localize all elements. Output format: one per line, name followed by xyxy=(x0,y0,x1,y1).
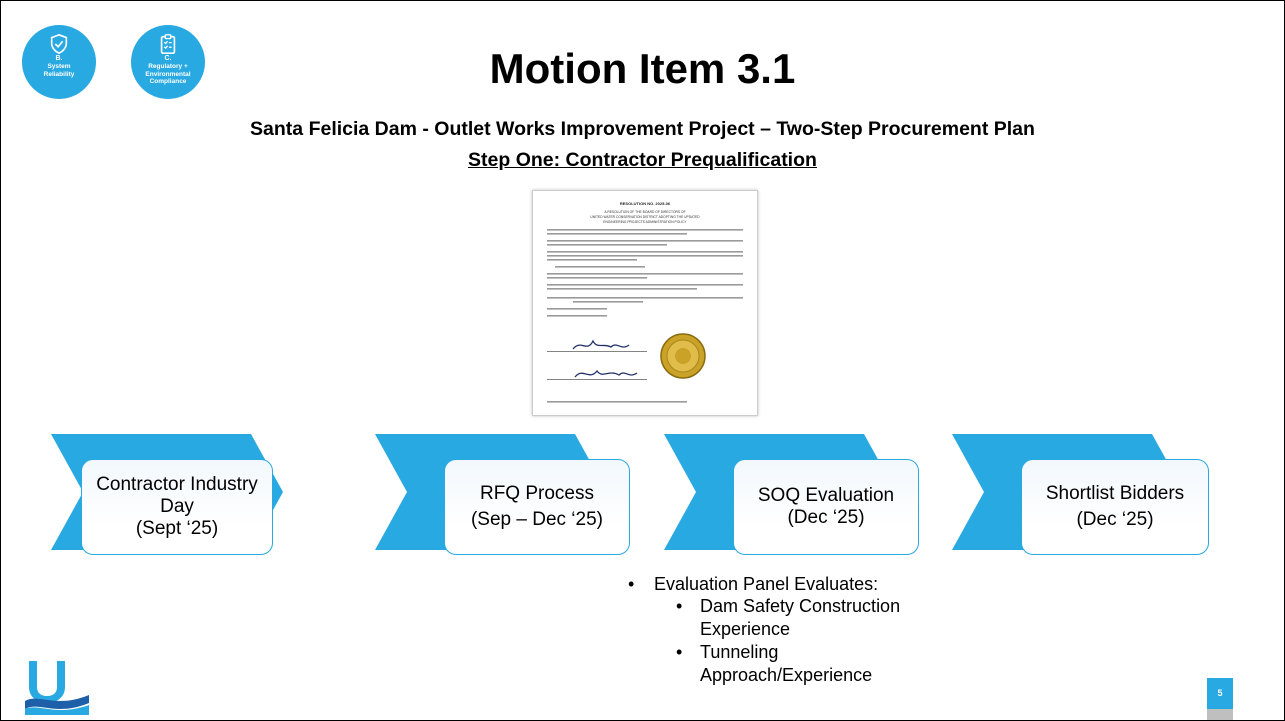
process-step-title: SOQ Evaluation xyxy=(757,485,895,506)
process-step-soq-evaluation: SOQ Evaluation (Dec ‘25) xyxy=(733,459,919,555)
resolution-heading-2: UNITED WATER CONSERVATION DISTRICT ADOPT… xyxy=(590,215,700,219)
evaluation-heading: Evaluation Panel Evaluates: xyxy=(654,574,879,594)
evaluation-item-line: Tunneling xyxy=(700,642,779,662)
resolution-heading-3: ENGINEERING PROJECTS ADMINISTRATION POLI… xyxy=(603,220,687,224)
process-step-industry-day: Contractor Industry Day (Sept ‘25) xyxy=(81,459,273,555)
step-heading: Step One: Contractor Prequalification xyxy=(1,149,1284,172)
clipboard-check-icon xyxy=(160,34,176,54)
district-logo-icon xyxy=(25,661,89,715)
badge-label: System xyxy=(47,63,71,70)
resolution-document-drawing: RESOLUTION NO. 2025-06 A RESOLUTION OF T… xyxy=(547,201,743,403)
slide-title: Motion Item 3.1 xyxy=(489,45,796,92)
process-step-date: (Sept ‘25) xyxy=(135,518,219,539)
shield-check-icon xyxy=(50,33,68,55)
slide-subtitle: Santa Felicia Dam - Outlet Works Improve… xyxy=(250,118,1035,140)
badge-letter: B. xyxy=(55,55,63,62)
process-step-title: Contractor Industry Day xyxy=(96,474,258,517)
process-step-date: (Sep – Dec ‘25) xyxy=(470,509,603,530)
signature-2 xyxy=(574,369,638,378)
bullet-dot: • xyxy=(676,642,683,662)
evaluation-item-line: Experience xyxy=(700,619,791,639)
bullet-dot: • xyxy=(676,596,683,616)
resolution-document-image: RESOLUTION NO. 2025-06 A RESOLUTION OF T… xyxy=(532,190,758,416)
evaluation-item-line: Approach/Experience xyxy=(700,665,873,685)
process-step-date: (Dec ‘25) xyxy=(787,507,865,528)
badge-label: Regulatory + xyxy=(148,63,188,70)
signature-1 xyxy=(572,339,630,350)
process-step-title: Shortlist Bidders xyxy=(1045,483,1185,504)
badge-regulatory-compliance: C. Regulatory + Environmental Compliance xyxy=(131,25,205,99)
badge-system-reliability: B. System Reliability xyxy=(22,25,96,99)
process-step-date: (Dec ‘25) xyxy=(1076,509,1154,530)
badge-label: Compliance xyxy=(149,78,187,85)
process-step-shortlist: Shortlist Bidders (Dec ‘25) xyxy=(1021,459,1209,555)
page-number: 5 xyxy=(1207,678,1233,709)
badge-label: Environmental xyxy=(145,70,191,78)
evaluation-item-line: Dam Safety Construction xyxy=(700,596,901,616)
badge-label: Reliability xyxy=(43,70,75,78)
bullet-dot: • xyxy=(628,574,635,594)
page-number-tab xyxy=(1207,709,1233,720)
resolution-number: RESOLUTION NO. 2025-06 xyxy=(620,201,671,206)
resolution-body-lines xyxy=(547,229,743,403)
badge-letter: C. xyxy=(164,55,172,62)
process-step-rfq: RFQ Process (Sep – Dec ‘25) xyxy=(444,459,630,555)
step-heading-text: Step One: Contractor Prequalification xyxy=(468,149,817,171)
resolution-heading-1: A RESOLUTION OF THE BOARD OF DIRECTORS O… xyxy=(604,210,685,214)
process-step-title: RFQ Process xyxy=(479,483,595,504)
